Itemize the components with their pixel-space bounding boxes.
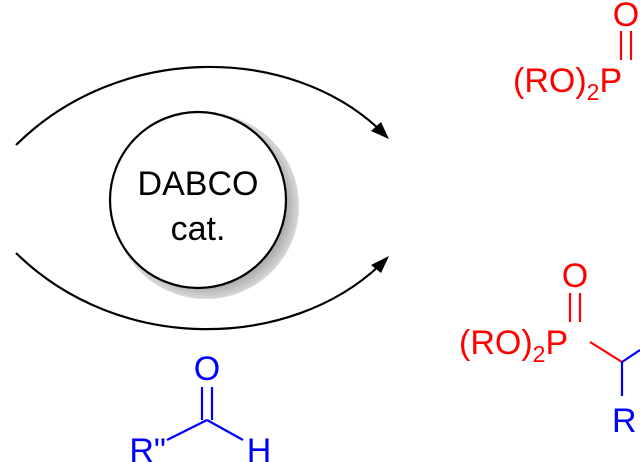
product-r-group: R: [612, 402, 637, 440]
phosphite-prefix: (RO): [513, 62, 587, 100]
product-subscript: 2: [533, 341, 546, 367]
phosphite-subscript: 2: [587, 79, 600, 105]
catalyst-disc-circle: [108, 110, 288, 290]
aldehyde-r-group: R": [129, 432, 166, 462]
phosphite-reagent: O (RO)2P: [513, 0, 639, 105]
phosphite-phosphorus: P: [599, 62, 622, 100]
upper-arrowhead: [371, 122, 389, 139]
lower-cycle-arrow: [15, 252, 381, 331]
aldehyde-oxygen: O: [194, 350, 220, 388]
product-prefix: (RO): [459, 324, 533, 362]
product-oxygen: O: [562, 257, 588, 295]
catalyst-name: DABCO: [138, 165, 259, 203]
catalyst-label: cat.: [171, 210, 226, 248]
product-formula: (RO)2P: [459, 324, 568, 367]
phosphite-formula: (RO)2P: [513, 62, 622, 105]
p-c-bond: [589, 341, 623, 363]
phosphite-oxygen: O: [613, 0, 639, 34]
catalyst-disc: DABCO cat.: [108, 110, 299, 299]
aldehyde-structure: O R" H: [129, 350, 271, 462]
aldehyde-hydrogen: H: [247, 432, 272, 462]
lower-arrowhead: [371, 256, 389, 273]
upper-cycle-arrow: [15, 65, 381, 146]
c-side-bond: [621, 349, 640, 363]
catalytic-cycle: [15, 65, 389, 331]
product-structure: O (RO)2P R: [459, 257, 640, 440]
product-phosphorus: P: [545, 324, 568, 362]
